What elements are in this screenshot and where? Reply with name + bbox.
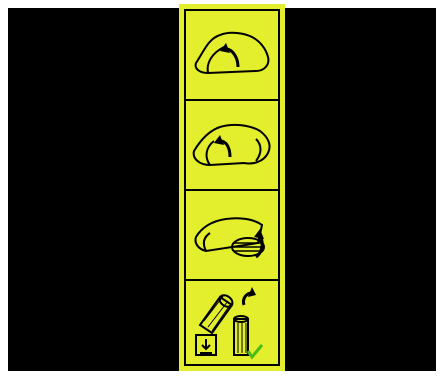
step-3-panel bbox=[186, 189, 278, 279]
stand-rolled-rug-icon bbox=[186, 281, 278, 366]
label-border bbox=[184, 9, 280, 366]
checkmark-icon bbox=[248, 345, 262, 357]
step-2-panel bbox=[186, 99, 278, 189]
upright-rug-icon bbox=[234, 316, 248, 355]
instruction-label bbox=[179, 4, 285, 371]
roll-rug-icon bbox=[186, 191, 278, 279]
step-1-panel bbox=[186, 11, 278, 99]
rolled-rug-icon bbox=[200, 293, 235, 333]
floor-box-icon bbox=[196, 335, 216, 355]
fold-rug-back-icon bbox=[186, 101, 278, 189]
fold-rug-corner-icon bbox=[186, 11, 278, 99]
step-4-panel bbox=[186, 279, 278, 366]
